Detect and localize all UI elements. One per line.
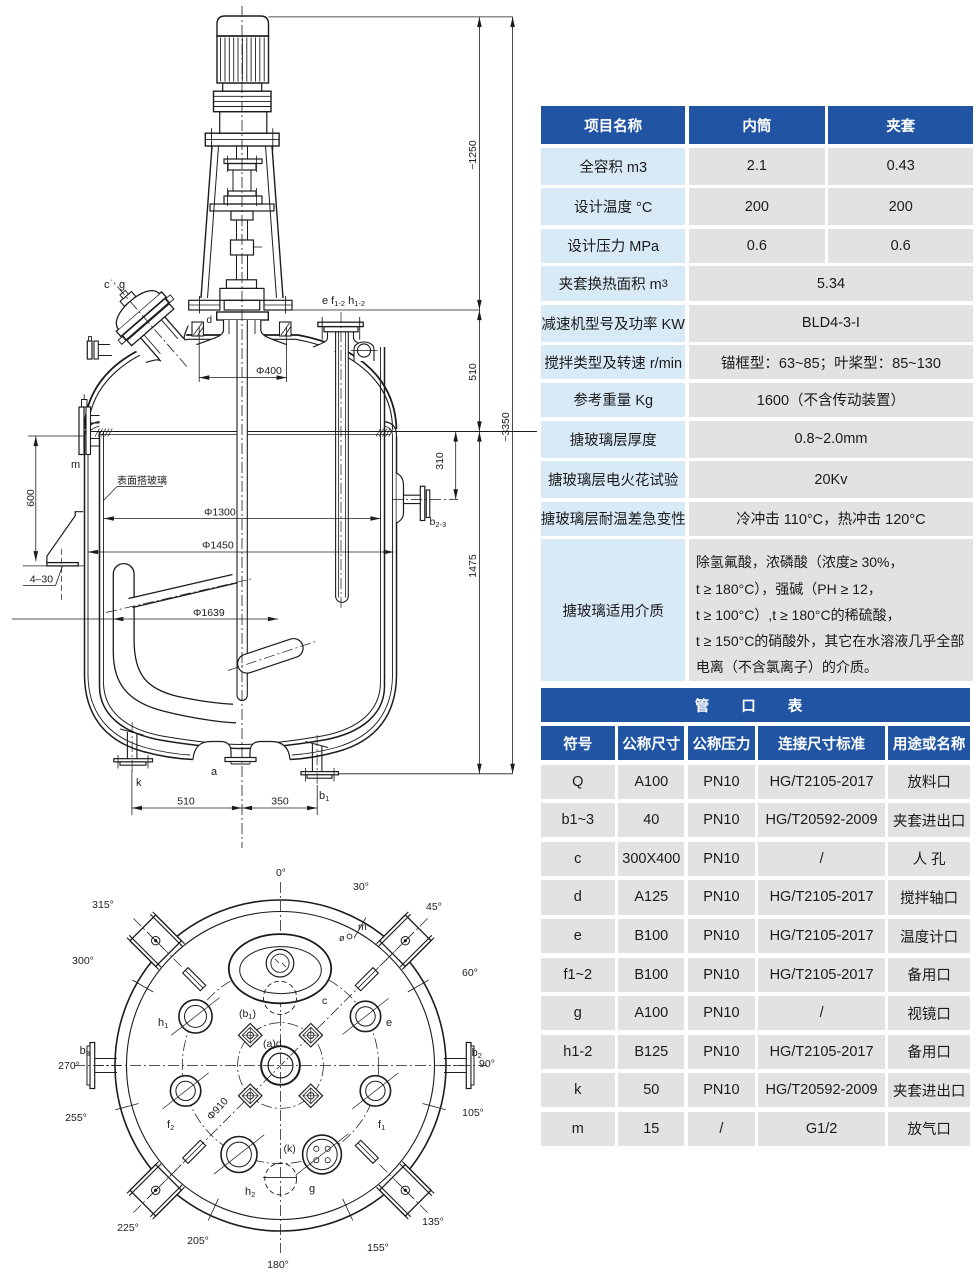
svg-text:(a)d: (a)d: [263, 1038, 282, 1050]
svg-text:225°: 225°: [117, 1222, 139, 1234]
svg-text:f1: f1: [378, 1119, 385, 1132]
svg-text:h1: h1: [158, 1017, 168, 1030]
svg-text:b2: b2: [472, 1047, 482, 1060]
svg-text:e: e: [386, 1017, 392, 1029]
svg-text:310: 310: [434, 452, 446, 470]
svg-text:180°: 180°: [267, 1259, 289, 1271]
svg-text:h2: h2: [245, 1186, 255, 1199]
svg-text:510: 510: [467, 363, 479, 381]
svg-text:Φ1450: Φ1450: [202, 540, 234, 552]
svg-text:270°: 270°: [58, 1060, 80, 1072]
svg-text:g: g: [119, 279, 125, 291]
svg-text:~3350: ~3350: [500, 412, 512, 442]
svg-text:表面搭玻璃: 表面搭玻璃: [117, 474, 167, 487]
svg-text:105°: 105°: [462, 1107, 484, 1119]
svg-text:45°: 45°: [426, 901, 442, 913]
svg-text:m: m: [358, 921, 367, 933]
svg-text:ø: ø: [339, 933, 345, 943]
svg-text:b1: b1: [319, 790, 329, 803]
svg-text:a: a: [211, 766, 218, 778]
svg-text:350: 350: [271, 796, 289, 808]
svg-text:Φ400: Φ400: [256, 365, 282, 377]
svg-text:e f1-2 h1-2: e f1-2 h1-2: [322, 295, 365, 308]
svg-text:c: c: [322, 995, 327, 1007]
svg-text:f2: f2: [167, 1119, 174, 1132]
svg-text:Φ1300: Φ1300: [204, 507, 236, 519]
svg-text:600: 600: [25, 489, 37, 507]
svg-text:315°: 315°: [92, 899, 114, 911]
svg-text:g: g: [309, 1183, 315, 1195]
svg-text:c: c: [104, 279, 110, 291]
svg-text:d: d: [207, 315, 213, 326]
svg-text:Φ1639: Φ1639: [193, 607, 225, 619]
svg-text:(b1): (b1): [239, 1008, 256, 1021]
svg-text:b3: b3: [80, 1045, 90, 1058]
svg-text:0°: 0°: [276, 867, 286, 879]
svg-text:m: m: [71, 459, 80, 471]
svg-text:(k): (k): [284, 1143, 296, 1155]
svg-text:4–30: 4–30: [30, 574, 54, 586]
svg-text:60°: 60°: [462, 967, 478, 979]
svg-text:30°: 30°: [353, 881, 369, 893]
svg-text:205°: 205°: [187, 1235, 209, 1247]
svg-text:135°: 135°: [422, 1216, 444, 1228]
svg-text:300°: 300°: [72, 955, 94, 967]
svg-text:155°: 155°: [367, 1242, 389, 1254]
svg-text:k: k: [136, 777, 142, 789]
svg-text:510: 510: [177, 796, 195, 808]
svg-text:90°: 90°: [479, 1058, 495, 1070]
svg-text:~1250: ~1250: [467, 140, 479, 170]
svg-text:b2-3: b2-3: [430, 516, 447, 529]
svg-text:1475: 1475: [467, 554, 479, 578]
svg-text:255°: 255°: [65, 1112, 87, 1124]
